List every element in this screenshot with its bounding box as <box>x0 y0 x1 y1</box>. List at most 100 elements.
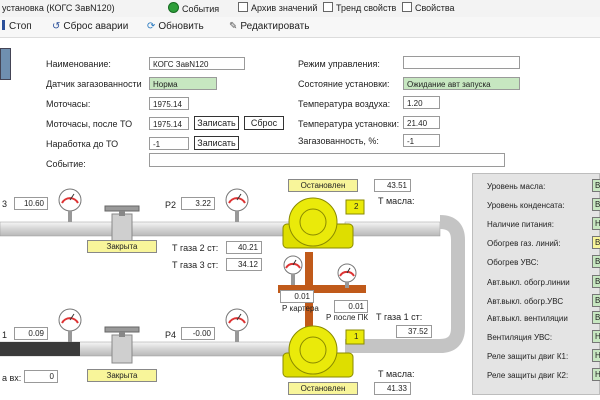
top-valve-status: Закрыта <box>87 240 157 253</box>
archive-icon <box>238 2 248 12</box>
unit-temp-field: 21.40 <box>403 116 440 129</box>
tab-trend-label: Тренд свойств <box>336 3 397 13</box>
t-gas1-label: Т газа 1 ст: <box>376 312 423 322</box>
gauge-p-in-bottom <box>58 308 82 342</box>
write-button[interactable]: Записать <box>194 116 239 130</box>
tab-properties[interactable]: Свойства <box>402 2 455 15</box>
name-label: Наименование: <box>46 59 111 69</box>
panel-row-label: Уровень конденсата: <box>487 201 565 210</box>
events-icon <box>168 2 179 13</box>
t-gas3-value: 34.12 <box>226 258 262 271</box>
panel-row-indicator: Н <box>592 349 600 362</box>
tab-bar: установка (КОГС ЗавN120) События Архив з… <box>0 0 600 18</box>
edit-icon: ✎ <box>229 21 238 32</box>
tab-archive[interactable]: Архив значений <box>238 2 317 15</box>
tab-trend[interactable]: Тренд свойств <box>323 2 396 15</box>
panel-row-indicator: В <box>592 275 600 288</box>
gas-pct-label: Загазованность, %: <box>298 136 379 146</box>
refresh-icon: ⟳ <box>147 21 156 32</box>
p-crank-label: Р картера <box>282 304 319 313</box>
trend-icon <box>323 2 333 12</box>
p2-value: 3.22 <box>181 197 215 210</box>
state-field: Ожидание авт запуска <box>403 77 520 90</box>
panel-row-indicator: Н <box>592 217 600 230</box>
gauge-p-in-top <box>58 188 82 222</box>
reset-alarm-label: Сброс аварии <box>63 21 129 32</box>
oil-temp-bottom-label: Т масла: <box>378 369 415 379</box>
bottom-valve-status: Закрыта <box>87 369 157 382</box>
write-button-2[interactable]: Записать <box>194 136 239 150</box>
tab-station-label: установка (КОГС ЗавN120) <box>2 3 115 13</box>
oil-temp-top-value: 43.51 <box>374 179 411 192</box>
p-crank-value: 0.01 <box>280 290 314 303</box>
top-compressor-status: Остановлен <box>288 179 358 192</box>
motohours-label: Моточасы: <box>46 99 91 109</box>
stop-icon <box>2 20 5 30</box>
panel-row-label: Реле защиты двиг К2: <box>487 371 569 380</box>
tab-events-label: События <box>182 4 220 14</box>
toolbar: Стоп ↺Сброс аварии ⟳Обновить ✎Редактиров… <box>0 17 600 38</box>
panel-row-indicator: В <box>592 294 600 307</box>
t-gas2-value: 40.21 <box>226 241 262 254</box>
tab-events[interactable]: События <box>168 2 219 15</box>
moto-after-to-field[interactable]: 1975.14 <box>149 117 189 130</box>
until-to-label: Наработка до ТО <box>46 139 119 149</box>
top-outlet-pipe <box>344 221 441 237</box>
bottom-compressor-number: 1 <box>354 332 359 341</box>
panel-row-indicator: В <box>592 255 600 268</box>
top-compressor-number: 2 <box>354 202 359 211</box>
oil-line-horizontal <box>278 285 366 293</box>
edit-button[interactable]: ✎Редактировать <box>229 20 309 34</box>
tab-station[interactable]: установка (КОГС ЗавN120) <box>2 2 115 15</box>
panel-row-indicator: В <box>592 311 600 324</box>
panel-row-indicator: В <box>592 236 600 249</box>
gauge-p4 <box>225 308 249 342</box>
bottom-compressor-status: Остановлен <box>288 382 358 395</box>
t-gas2-label: Т газа 2 ст: <box>172 243 219 253</box>
reset-button[interactable]: Сброс <box>244 116 284 130</box>
panel-row-indicator: Н <box>592 368 600 381</box>
inlet-value: 0 <box>24 370 58 383</box>
stop-button-label: Стоп <box>9 21 32 32</box>
p-in-bottom-value: 0.09 <box>14 327 48 340</box>
unit-temp-label: Температура установки: <box>298 119 400 129</box>
p4-value: -0.00 <box>181 327 215 340</box>
top-inlet-pipe <box>0 221 301 237</box>
return-pipe <box>345 215 465 353</box>
motohours-field: 1975.14 <box>149 97 189 110</box>
edit-button-label: Редактировать <box>240 21 310 32</box>
mode-label: Режим управления: <box>298 59 380 69</box>
panel-row-label: Обогрев УВС: <box>487 258 539 267</box>
air-temp-field: 1.20 <box>403 96 440 109</box>
properties-icon <box>402 2 412 12</box>
panel-row-indicator: В <box>592 198 600 211</box>
state-label: Состояние установки: <box>298 79 390 89</box>
oil-temp-top-label: Т масла: <box>378 196 415 206</box>
process-scheme <box>0 188 465 378</box>
p-in-bottom-label: 1 <box>2 330 8 340</box>
event-field <box>149 153 505 167</box>
bottom-inlet-pipe <box>0 342 80 356</box>
p-in-top-label: 3 <box>2 199 8 209</box>
status-panel: Уровень масла: В Уровень конденсата: В Н… <box>472 173 600 395</box>
panel-row-indicator: Н <box>592 330 600 343</box>
gauge-p2 <box>225 188 249 222</box>
event-label: Событие: <box>46 159 86 169</box>
panel-row-label: Авт.выкл. обогр.УВС <box>487 297 564 306</box>
stop-button[interactable]: Стоп <box>2 20 32 34</box>
panel-row-indicator: В <box>592 179 600 192</box>
refresh-button[interactable]: ⟳Обновить <box>147 20 204 34</box>
panel-row-label: Авт.выкл. вентиляции <box>487 314 568 323</box>
t-gas1-value: 37.52 <box>396 325 432 338</box>
reset-alarm-button[interactable]: ↺Сброс аварии <box>52 20 128 34</box>
p4-label: P4 <box>165 330 177 340</box>
gas-pct-field: -1 <box>403 134 440 147</box>
panel-row-label: Уровень масла: <box>487 182 546 191</box>
air-temp-label: Температура воздуха: <box>298 99 391 109</box>
name-field[interactable]: КОГС ЗавN120 <box>149 57 245 70</box>
panel-row-label: Вентиляция УВС: <box>487 333 553 342</box>
oil-temp-bottom-value: 41.33 <box>374 382 411 395</box>
p-after-pk-label: Р после ПК <box>326 313 369 322</box>
p-in-top-value: 10.60 <box>14 197 48 210</box>
until-to-field[interactable]: -1 <box>149 137 189 150</box>
